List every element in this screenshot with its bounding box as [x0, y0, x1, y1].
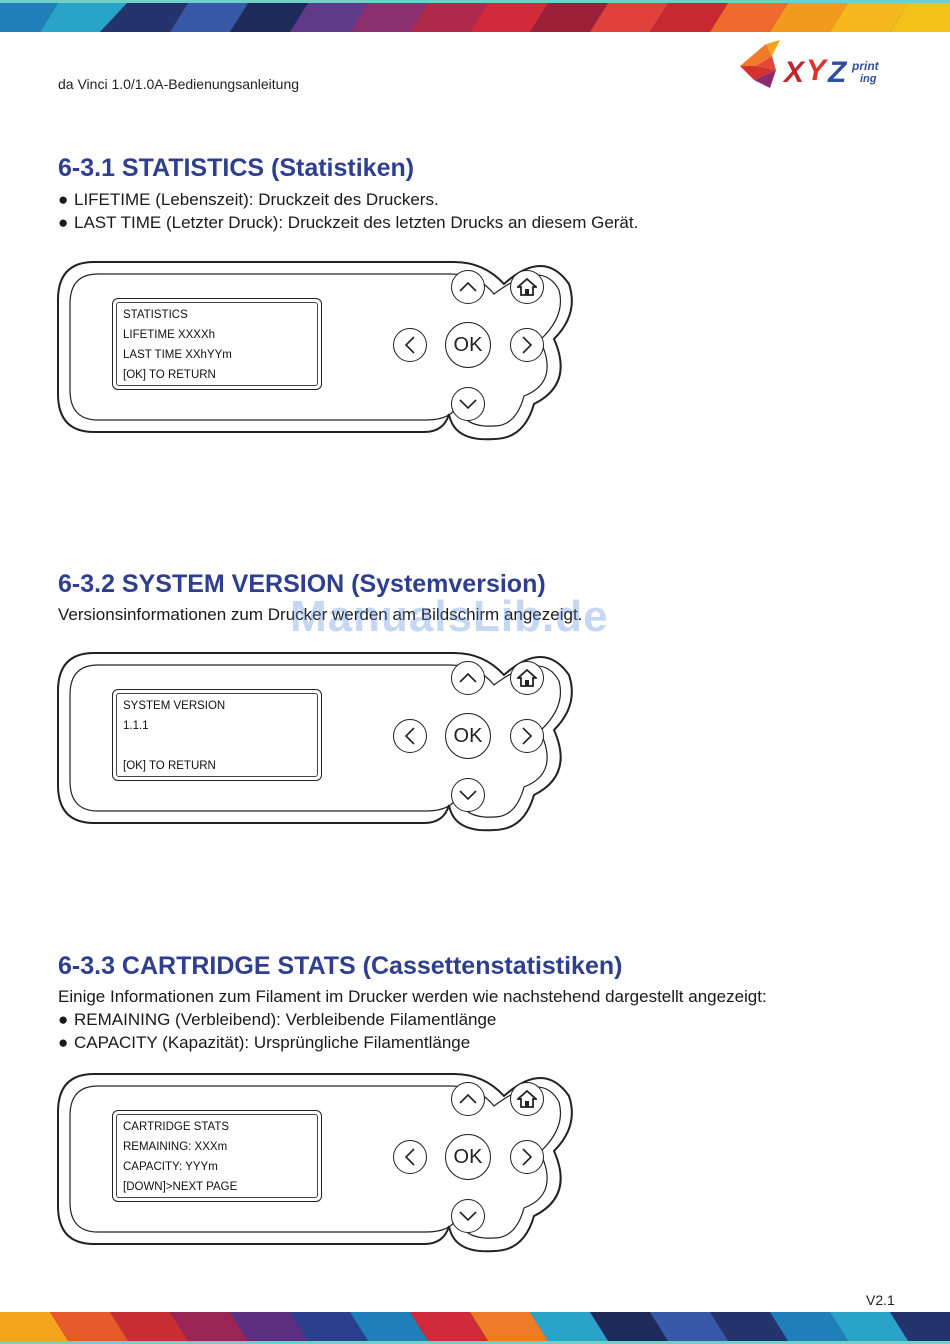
bullet-text: CAPACITY (Kapazität): Ursprüngliche Fila…	[74, 1033, 471, 1052]
printer-control-panel: CARTRIDGE STATS REMAINING: XXXm CAPACITY…	[54, 1066, 574, 1266]
up-button[interactable]	[451, 270, 485, 304]
svg-text:print: print	[851, 59, 880, 73]
bullet-dot-icon: ●	[58, 190, 69, 209]
home-icon	[517, 278, 537, 296]
right-button[interactable]	[510, 719, 544, 753]
lcd-line: CAPACITY: YYYm	[123, 1161, 218, 1173]
chevron-right-icon	[522, 1148, 533, 1166]
lcd-line: [DOWN]>NEXT PAGE	[123, 1181, 238, 1193]
left-button[interactable]	[393, 719, 427, 753]
lcd-screen: SYSTEM VERSION 1.1.1 [OK] TO RETURN	[112, 689, 322, 781]
chevron-left-icon	[404, 1148, 415, 1166]
lcd-line: [OK] TO RETURN	[123, 369, 216, 381]
down-button[interactable]	[451, 387, 485, 421]
home-button[interactable]	[510, 661, 544, 695]
bullet-text: LAST TIME (Letzter Druck): Druckzeit des…	[74, 213, 639, 232]
chevron-up-icon	[459, 1093, 477, 1104]
lcd-line: LIFETIME XXXXh	[123, 329, 216, 341]
lcd-line: REMAINING: XXXm	[123, 1141, 228, 1153]
svg-text:Y: Y	[806, 54, 829, 87]
printer-control-panel: SYSTEM VERSION 1.1.1 [OK] TO RETURN OK	[54, 645, 574, 845]
document-version: V2.1	[866, 1292, 895, 1308]
svg-text:X: X	[782, 56, 806, 89]
lcd-line: STATISTICS	[123, 309, 188, 321]
section-text: Versionsinformationen zum Drucker werden…	[58, 605, 583, 624]
bullet-item: ● CAPACITY (Kapazität): Ursprüngliche Fil…	[58, 1033, 470, 1053]
chevron-right-icon	[522, 727, 533, 745]
home-icon	[517, 1090, 537, 1108]
home-icon	[517, 669, 537, 687]
lcd-line: 1.1.1	[123, 720, 149, 732]
bottom-color-band	[0, 1312, 950, 1344]
lcd-screen: CARTRIDGE STATS REMAINING: XXXm CAPACITY…	[112, 1110, 322, 1202]
top-color-band	[0, 0, 950, 32]
printer-control-panel: STATISTICS LIFETIME XXXXh LAST TIME XXhY…	[54, 254, 574, 454]
chevron-left-icon	[404, 336, 415, 354]
bullet-item: ● LIFETIME (Lebenszeit): Druckzeit des Dr…	[58, 190, 439, 210]
chevron-up-icon	[459, 281, 477, 292]
section-title-statistics: 6-3.1 STATISTICS (Statistiken)	[58, 154, 415, 182]
bullet-text: LIFETIME (Lebenszeit): Druckzeit des Dru…	[74, 190, 439, 209]
bullet-dot-icon: ●	[58, 213, 69, 232]
svg-text:Z: Z	[827, 56, 848, 89]
bullet-dot-icon: ●	[58, 1010, 69, 1029]
chevron-down-icon	[459, 399, 477, 410]
svg-text:ing: ing	[860, 73, 877, 85]
chevron-right-icon	[522, 336, 533, 354]
xyz-printing-logo: X Y Z print ing	[736, 36, 898, 98]
left-button[interactable]	[393, 328, 427, 362]
bullet-item: ● LAST TIME (Letzter Druck): Druckzeit de…	[58, 213, 638, 233]
up-button[interactable]	[451, 661, 485, 695]
left-button[interactable]	[393, 1140, 427, 1174]
lcd-line: [OK] TO RETURN	[123, 760, 216, 772]
chevron-up-icon	[459, 672, 477, 683]
panel-outline	[57, 261, 573, 441]
ok-button[interactable]: OK	[445, 1134, 491, 1180]
section-title-system-version: 6-3.2 SYSTEM VERSION (Systemversion)	[58, 570, 546, 598]
right-button[interactable]	[510, 328, 544, 362]
home-button[interactable]	[510, 1082, 544, 1116]
document-title: da Vinci 1.0/1.0A-Bedienungsanleitung	[58, 76, 300, 92]
home-button[interactable]	[510, 270, 544, 304]
bullet-item: ● REMAINING (Verbleibend): Verbleibende F…	[58, 1010, 496, 1030]
chevron-down-icon	[459, 1211, 477, 1222]
chevron-left-icon	[404, 727, 415, 745]
lcd-line: LAST TIME XXhYYm	[123, 349, 232, 361]
down-button[interactable]	[451, 778, 485, 812]
section-text: Einige Informationen zum Filament im Dru…	[58, 987, 767, 1006]
lcd-line: CARTRIDGE STATS	[123, 1121, 230, 1133]
up-button[interactable]	[451, 1082, 485, 1116]
right-button[interactable]	[510, 1140, 544, 1174]
bullet-text: REMAINING (Verbleibend): Verbleibende Fi…	[74, 1010, 497, 1029]
down-button[interactable]	[451, 1199, 485, 1233]
section-title-cartridge-stats: 6-3.3 CARTRIDGE STATS (Cassettenstatisti…	[58, 952, 623, 980]
bullet-dot-icon: ●	[58, 1033, 69, 1052]
lcd-screen: STATISTICS LIFETIME XXXXh LAST TIME XXhY…	[112, 298, 322, 390]
ok-button[interactable]: OK	[445, 322, 491, 368]
chevron-down-icon	[459, 790, 477, 801]
lcd-line: SYSTEM VERSION	[123, 700, 226, 712]
watermark: ManualsLib.de	[290, 592, 609, 641]
ok-button[interactable]: OK	[445, 713, 491, 759]
